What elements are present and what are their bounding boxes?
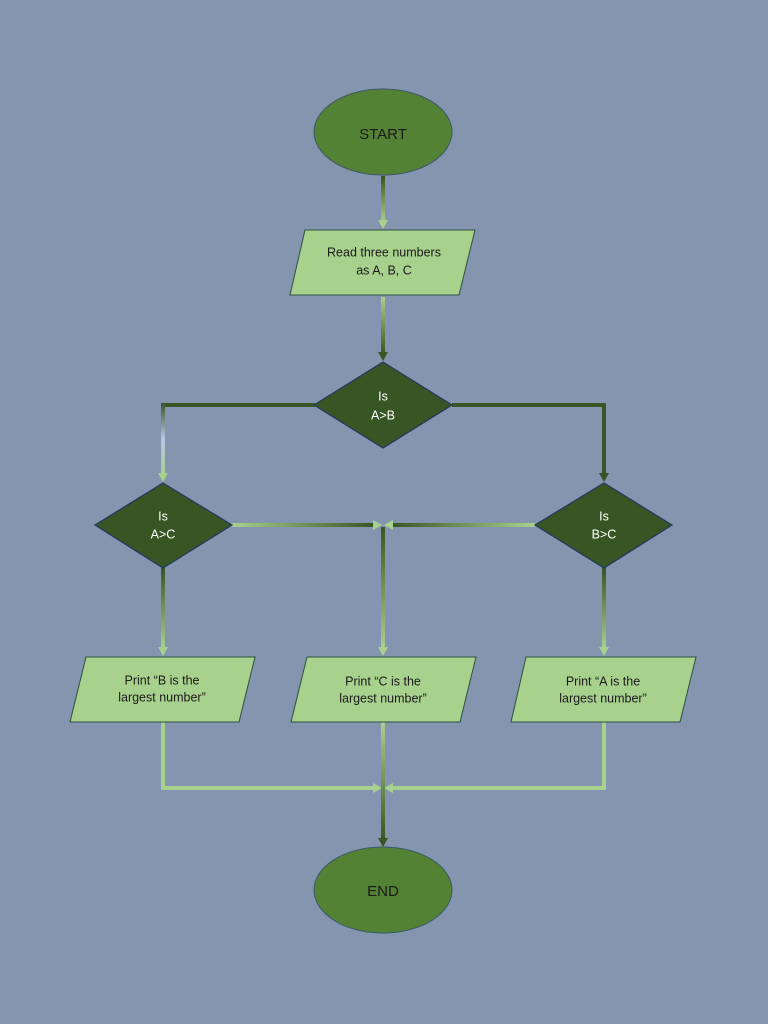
connector-ab-left-vertical <box>161 403 165 475</box>
print-b-line1: Print “B is the <box>124 673 199 687</box>
connector-ac-to-print-b <box>161 568 165 649</box>
start-terminal: START <box>313 88 453 176</box>
print-a-node: Print “A is the largest number” <box>510 656 697 723</box>
decision-b-greater-c: Is B>C <box>533 482 674 569</box>
connector-ac-to-center <box>231 523 375 527</box>
connector-print-b-down <box>161 722 165 790</box>
print-a-line2: largest number” <box>559 691 647 705</box>
connector-print-c-to-end <box>381 722 385 840</box>
decision-bc-line2: B>C <box>592 527 617 541</box>
decision-ac-line2: A>C <box>151 527 176 541</box>
decision-ab-line2: A>B <box>371 408 395 422</box>
decision-bc-line1: Is <box>599 509 609 523</box>
print-b-line2: largest number” <box>118 690 206 704</box>
input-node: Read three numbers as A, B, C <box>289 229 476 296</box>
connector-bc-to-center <box>391 523 535 527</box>
input-label-line1: Read three numbers <box>327 245 441 259</box>
connector-print-a-horizontal <box>391 786 606 790</box>
arrowhead-bc-to-center <box>384 520 393 530</box>
arrowhead-to-end <box>378 838 388 847</box>
arrowhead-ac-to-print-b <box>158 647 168 656</box>
connector-print-b-horizontal <box>161 786 375 790</box>
arrowhead-input-to-decision-ab <box>378 352 388 361</box>
print-c-line2: largest number” <box>339 691 427 705</box>
end-terminal: END <box>313 846 453 934</box>
connector-ab-left-horizontal <box>161 403 315 407</box>
arrowhead-ab-to-bc <box>599 473 609 482</box>
arrowhead-print-b-to-junction <box>373 783 382 793</box>
end-label: END <box>367 883 399 900</box>
connector-input-to-decision-ab <box>381 297 385 354</box>
print-c-node: Print “C is the largest number” <box>290 656 477 723</box>
decision-a-greater-b: Is A>B <box>312 361 454 449</box>
print-a-line1: Print “A is the <box>566 674 640 688</box>
arrowhead-center-to-print-c <box>378 647 388 656</box>
connectors <box>158 176 609 847</box>
connector-bc-to-print-a <box>602 568 606 649</box>
connector-ab-right-vertical <box>602 403 606 475</box>
arrowhead-start-to-input <box>378 220 388 229</box>
decision-ac-line1: Is <box>158 509 168 523</box>
start-label: START <box>359 126 407 143</box>
decision-a-greater-c: Is A>C <box>93 482 234 569</box>
print-c-line1: Print “C is the <box>345 674 421 688</box>
arrowhead-ab-to-ac <box>158 473 168 482</box>
input-label-line2: as A, B, C <box>356 263 412 277</box>
connector-center-to-print-c <box>381 527 385 649</box>
arrowhead-print-a-to-junction <box>384 783 393 793</box>
print-b-node: Print “B is the largest number” <box>69 656 256 723</box>
connector-start-to-input <box>381 176 385 222</box>
connector-print-a-down <box>602 722 606 790</box>
decision-ab-line1: Is <box>378 389 388 403</box>
arrowhead-ac-to-center <box>373 520 382 530</box>
arrowhead-bc-to-print-a <box>599 647 609 656</box>
connector-ab-right-horizontal <box>452 403 606 407</box>
